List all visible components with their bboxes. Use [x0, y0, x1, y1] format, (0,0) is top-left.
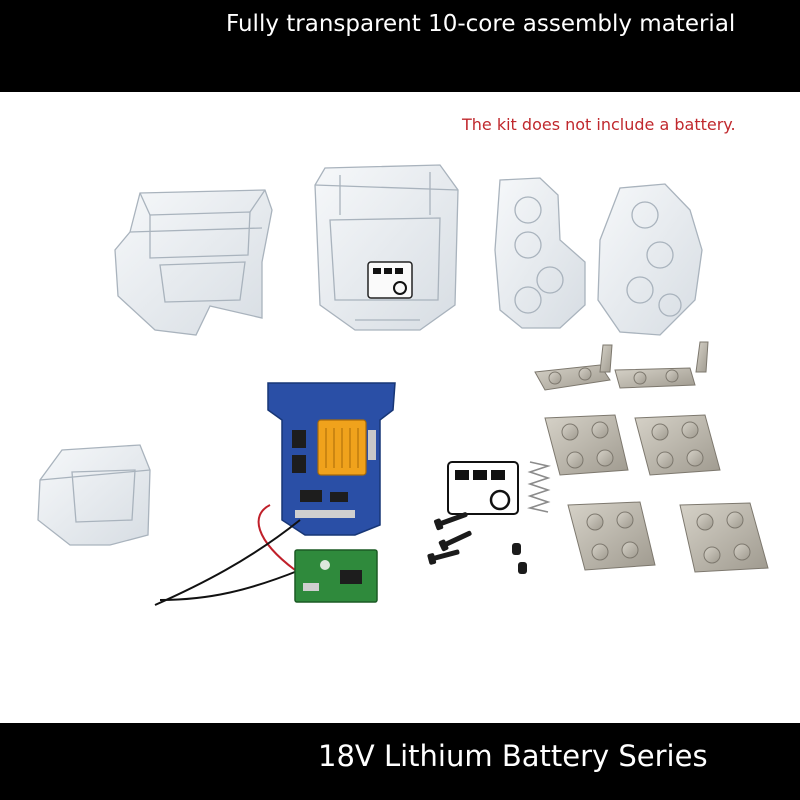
clear-small-cover [37, 444, 151, 546]
battery-level-sticker [447, 461, 519, 515]
header-title: Fully transparent 10-core assembly mater… [226, 11, 736, 37]
clear-bottom-case [314, 164, 459, 331]
nickel-strip-long [534, 341, 709, 391]
cell-holder-right [597, 183, 703, 336]
top-banner: Fully transparent 10-core assembly mater… [0, 0, 800, 92]
clear-top-housing [114, 189, 273, 336]
control-pcb [267, 382, 396, 536]
screws [427, 512, 527, 574]
spring [527, 461, 551, 513]
footer-title: 18V Lithium Battery Series [318, 739, 708, 773]
nickel-plate [544, 414, 629, 476]
cell-holder-left [494, 177, 586, 329]
product-photo [37, 164, 769, 606]
nickel-plate [679, 502, 769, 573]
nickel-plate [567, 501, 656, 571]
bottom-banner: 18V Lithium Battery Series [0, 723, 800, 800]
nickel-plate [634, 414, 721, 476]
indicator-board [154, 504, 378, 606]
battery-note: The kit does not include a battery. [462, 115, 736, 134]
indicator-label [367, 261, 413, 299]
